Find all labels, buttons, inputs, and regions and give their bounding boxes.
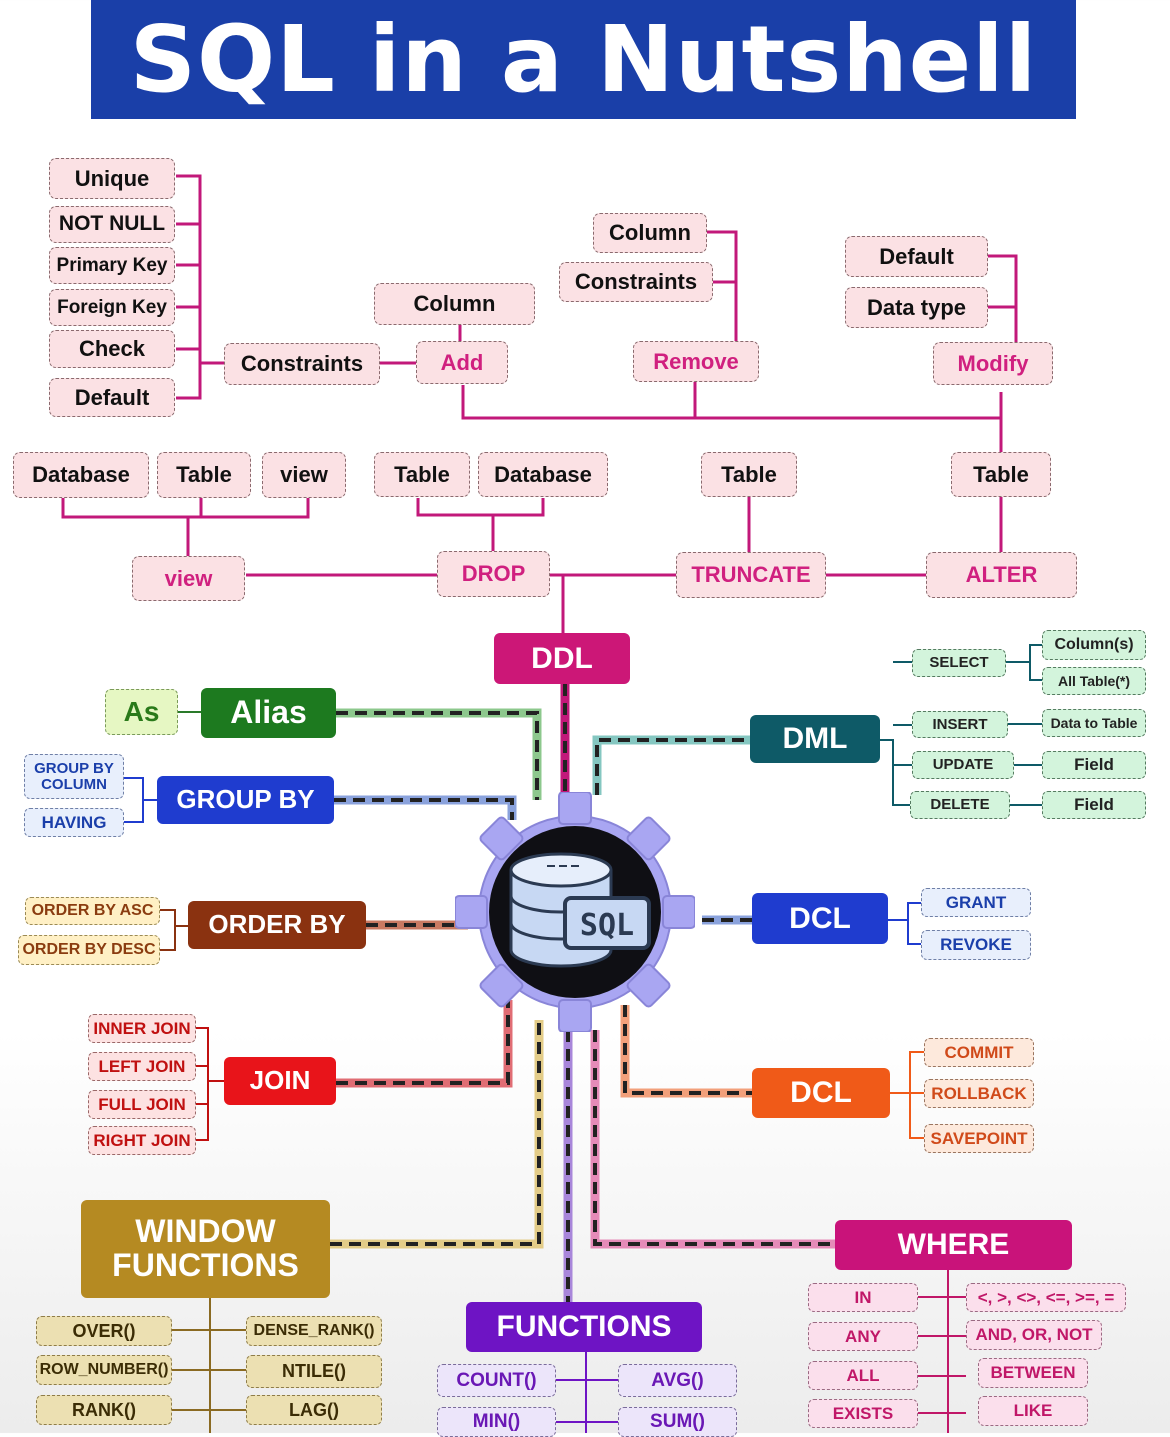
ntile-node: NTILE() bbox=[246, 1355, 382, 1388]
remove-column-node: Column bbox=[593, 213, 707, 253]
tcl-node: DCL bbox=[752, 1068, 890, 1118]
left-join-node: LEFT JOIN bbox=[88, 1052, 196, 1081]
where-any-node: ANY bbox=[808, 1322, 918, 1351]
truncate-node: TRUNCATE bbox=[676, 552, 826, 598]
order-by-desc-node: ORDER BY DESC bbox=[18, 935, 160, 965]
delete-node: DELETE bbox=[910, 791, 1010, 819]
constraint-unique: Unique bbox=[49, 158, 175, 199]
alter-node: ALTER bbox=[926, 552, 1077, 598]
revoke-node: REVOKE bbox=[921, 930, 1031, 960]
lag-node: LAG() bbox=[246, 1395, 382, 1425]
grant-node: GRANT bbox=[921, 888, 1031, 917]
inner-join-node: INNER JOIN bbox=[88, 1014, 196, 1043]
where-operators-node: <, >, <>, <=, >=, = bbox=[966, 1283, 1126, 1312]
add-node: Add bbox=[416, 341, 508, 384]
select-node: SELECT bbox=[912, 649, 1006, 677]
where-node: WHERE bbox=[835, 1220, 1072, 1270]
add-column-node: Column bbox=[374, 283, 535, 325]
alter-table-node: Table bbox=[951, 452, 1051, 497]
view-table-node: Table bbox=[157, 452, 251, 498]
insert-node: INSERT bbox=[912, 711, 1008, 738]
window-functions-node: WINDOW FUNCTIONS bbox=[81, 1200, 330, 1298]
dcl-node: DCL bbox=[752, 893, 888, 944]
drop-database-node: Database bbox=[478, 452, 608, 497]
drop-node: DROP bbox=[437, 551, 550, 597]
drop-table-node: Table bbox=[374, 452, 470, 497]
dense-rank-node: DENSE_RANK() bbox=[246, 1316, 382, 1346]
savepoint-node: SAVEPOINT bbox=[924, 1124, 1034, 1153]
full-join-node: FULL JOIN bbox=[88, 1090, 196, 1119]
dml-node: DML bbox=[750, 715, 880, 763]
constraint-primary-key: Primary Key bbox=[49, 247, 175, 284]
where-in-node: IN bbox=[808, 1283, 918, 1312]
where-all-node: ALL bbox=[808, 1361, 918, 1390]
sum-node: SUM() bbox=[618, 1407, 737, 1437]
right-join-node: RIGHT JOIN bbox=[88, 1126, 196, 1155]
where-exists-node: EXISTS bbox=[808, 1399, 918, 1428]
constraint-default: Default bbox=[49, 378, 175, 417]
view-view-node: view bbox=[262, 452, 346, 498]
as-node: As bbox=[105, 689, 178, 735]
order-by-node: ORDER BY bbox=[188, 901, 366, 949]
modify-datatype-node: Data type bbox=[845, 287, 988, 328]
delete-target-node: Field bbox=[1042, 791, 1146, 819]
where-between-node: BETWEEN bbox=[978, 1358, 1088, 1388]
join-node: JOIN bbox=[224, 1057, 336, 1105]
remove-constraints-node: Constraints bbox=[559, 262, 713, 302]
group-by-column-node: GROUP BY COLUMN bbox=[24, 754, 124, 799]
where-like-node: LIKE bbox=[978, 1396, 1088, 1426]
add-constraints-node: Constraints bbox=[224, 343, 380, 385]
where-logical-node: AND, OR, NOT bbox=[966, 1320, 1102, 1350]
sql-gear-icon: SQL bbox=[455, 792, 695, 1032]
group-by-node: GROUP BY bbox=[157, 776, 334, 824]
update-target-node: Field bbox=[1042, 751, 1146, 779]
select-columns-node: Column(s) bbox=[1042, 630, 1146, 660]
insert-target-node: Data to Table bbox=[1042, 709, 1146, 737]
truncate-table-node: Table bbox=[701, 452, 797, 497]
alias-node: Alias bbox=[201, 688, 336, 738]
constraint-check: Check bbox=[49, 330, 175, 368]
rollback-node: ROLLBACK bbox=[924, 1079, 1034, 1108]
modify-node: Modify bbox=[933, 342, 1053, 385]
constraint-not-null: NOT NULL bbox=[49, 206, 175, 243]
view-node: view bbox=[132, 556, 245, 601]
remove-node: Remove bbox=[633, 341, 759, 382]
ddl-node: DDL bbox=[494, 633, 630, 684]
over-node: OVER() bbox=[36, 1316, 172, 1346]
update-node: UPDATE bbox=[912, 751, 1014, 779]
functions-node: FUNCTIONS bbox=[466, 1302, 702, 1352]
sql-badge-text: SQL bbox=[580, 908, 634, 943]
constraint-foreign-key: Foreign Key bbox=[49, 289, 175, 326]
rank-node: RANK() bbox=[36, 1395, 172, 1425]
avg-node: AVG() bbox=[618, 1364, 737, 1397]
title-banner: SQL in a Nutshell bbox=[91, 0, 1076, 119]
order-by-asc-node: ORDER BY ASC bbox=[25, 897, 160, 925]
view-database-node: Database bbox=[13, 452, 149, 498]
having-node: HAVING bbox=[24, 808, 124, 837]
row-number-node: ROW_NUMBER() bbox=[36, 1355, 172, 1385]
page-title: SQL in a Nutshell bbox=[129, 5, 1038, 113]
select-all-node: All Table(*) bbox=[1042, 667, 1146, 695]
commit-node: COMMIT bbox=[924, 1038, 1034, 1067]
count-node: COUNT() bbox=[437, 1364, 556, 1397]
modify-default-node: Default bbox=[845, 236, 988, 277]
